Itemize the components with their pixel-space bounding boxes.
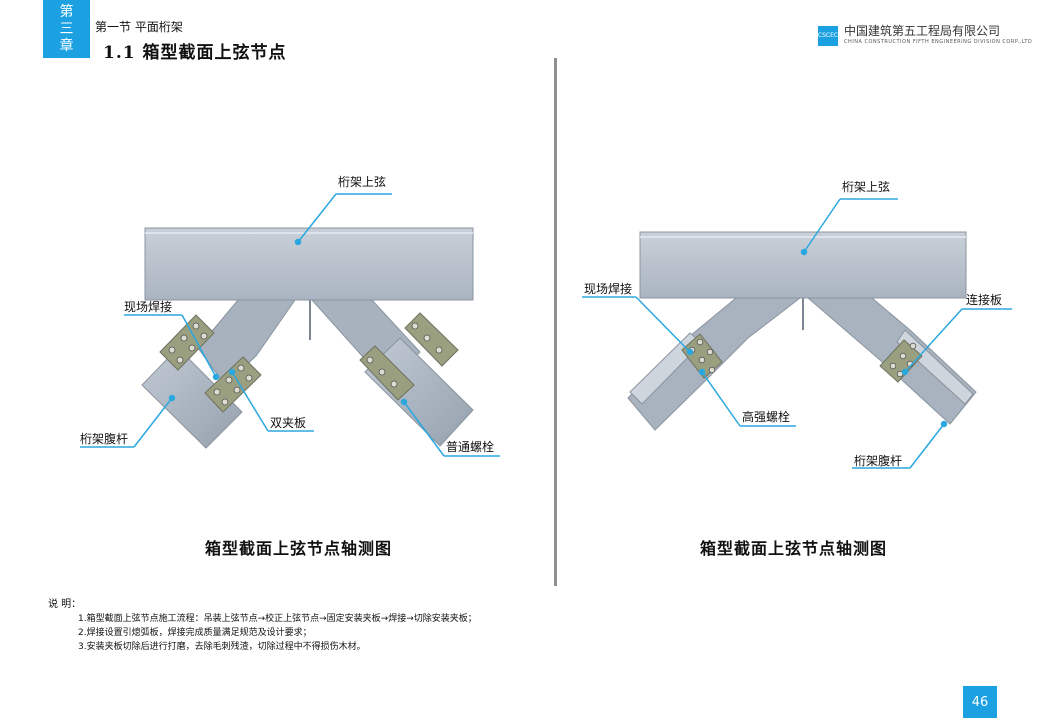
left-leader-lines xyxy=(80,193,500,457)
caption-left: 箱型截面上弦节点轴测图 xyxy=(205,539,393,558)
chapter-tab: 第 三 章 xyxy=(43,0,90,58)
label-double-plate: 双夹板 xyxy=(270,416,307,430)
left-splice-plate-2 xyxy=(204,356,262,413)
label-connect-plate: 连接板 xyxy=(966,293,1003,307)
cscec-logo-icon: CSCEC xyxy=(818,25,838,46)
chapter-char-3: 章 xyxy=(59,37,74,54)
notes-block: 说 明： 1.箱型截面上弦节点施工流程：吊装上弦节点→校正上弦节点→固定安装夹板… xyxy=(48,598,477,654)
label-field-weld-left: 现场焊接 xyxy=(124,300,173,314)
notes-heading: 说 明： xyxy=(48,599,82,610)
right-leader-lines xyxy=(582,198,1012,469)
vertical-divider xyxy=(554,58,557,586)
label-web-member-left: 桁架腹杆 xyxy=(80,432,129,446)
right-splice-plate-2 xyxy=(879,339,923,383)
left-web-member-left xyxy=(141,347,243,449)
note-item: 3.安装夹板切除后进行打磨，去除毛刺残渣，切除过程中不得损伤木材。 xyxy=(78,642,366,652)
label-field-weld-right: 现场焊接 xyxy=(584,282,633,296)
label-web-member-right: 桁架腹杆 xyxy=(854,454,903,468)
section-label: 第一节 平面桁架 xyxy=(95,20,183,34)
label-bolt: 普通螺栓 xyxy=(446,440,495,454)
chapter-char-1: 第 xyxy=(59,3,74,20)
left-bolts xyxy=(168,322,443,406)
left-splice-plate-4 xyxy=(359,345,415,401)
label-top-chord-left: 桁架上弦 xyxy=(338,175,387,189)
note-item: 1.箱型截面上弦节点施工流程：吊装上弦节点→校正上弦节点→固定安装夹板→焊接→切… xyxy=(78,614,477,624)
note-item: 2.焊接设置引熄弧板，焊接完成质量满足规范及设计要求； xyxy=(78,628,312,638)
company-name-cn: 中国建筑第五工程局有限公司 xyxy=(844,24,1001,38)
right-node-drawing xyxy=(582,198,1012,469)
left-splice-plate-1 xyxy=(159,314,215,371)
company-name-en: CHINA CONSTRUCTION FIFTH ENGINEERING DIV… xyxy=(844,39,1033,45)
page-number: 46 xyxy=(963,686,997,718)
label-top-chord-right: 桁架上弦 xyxy=(842,180,891,194)
chapter-char-2: 三 xyxy=(59,20,74,37)
right-top-chord xyxy=(639,231,967,299)
page-title: 1.1 箱型截面上弦节点 xyxy=(103,43,287,63)
caption-right: 箱型截面上弦节点轴测图 xyxy=(700,539,888,558)
label-hs-bolt: 高强螺栓 xyxy=(742,410,791,424)
left-node-drawing xyxy=(80,193,500,457)
company-logo: CSCEC 中国建筑第五工程局有限公司 CHINA CONSTRUCTION F… xyxy=(818,25,1032,46)
left-top-chord xyxy=(144,227,474,301)
